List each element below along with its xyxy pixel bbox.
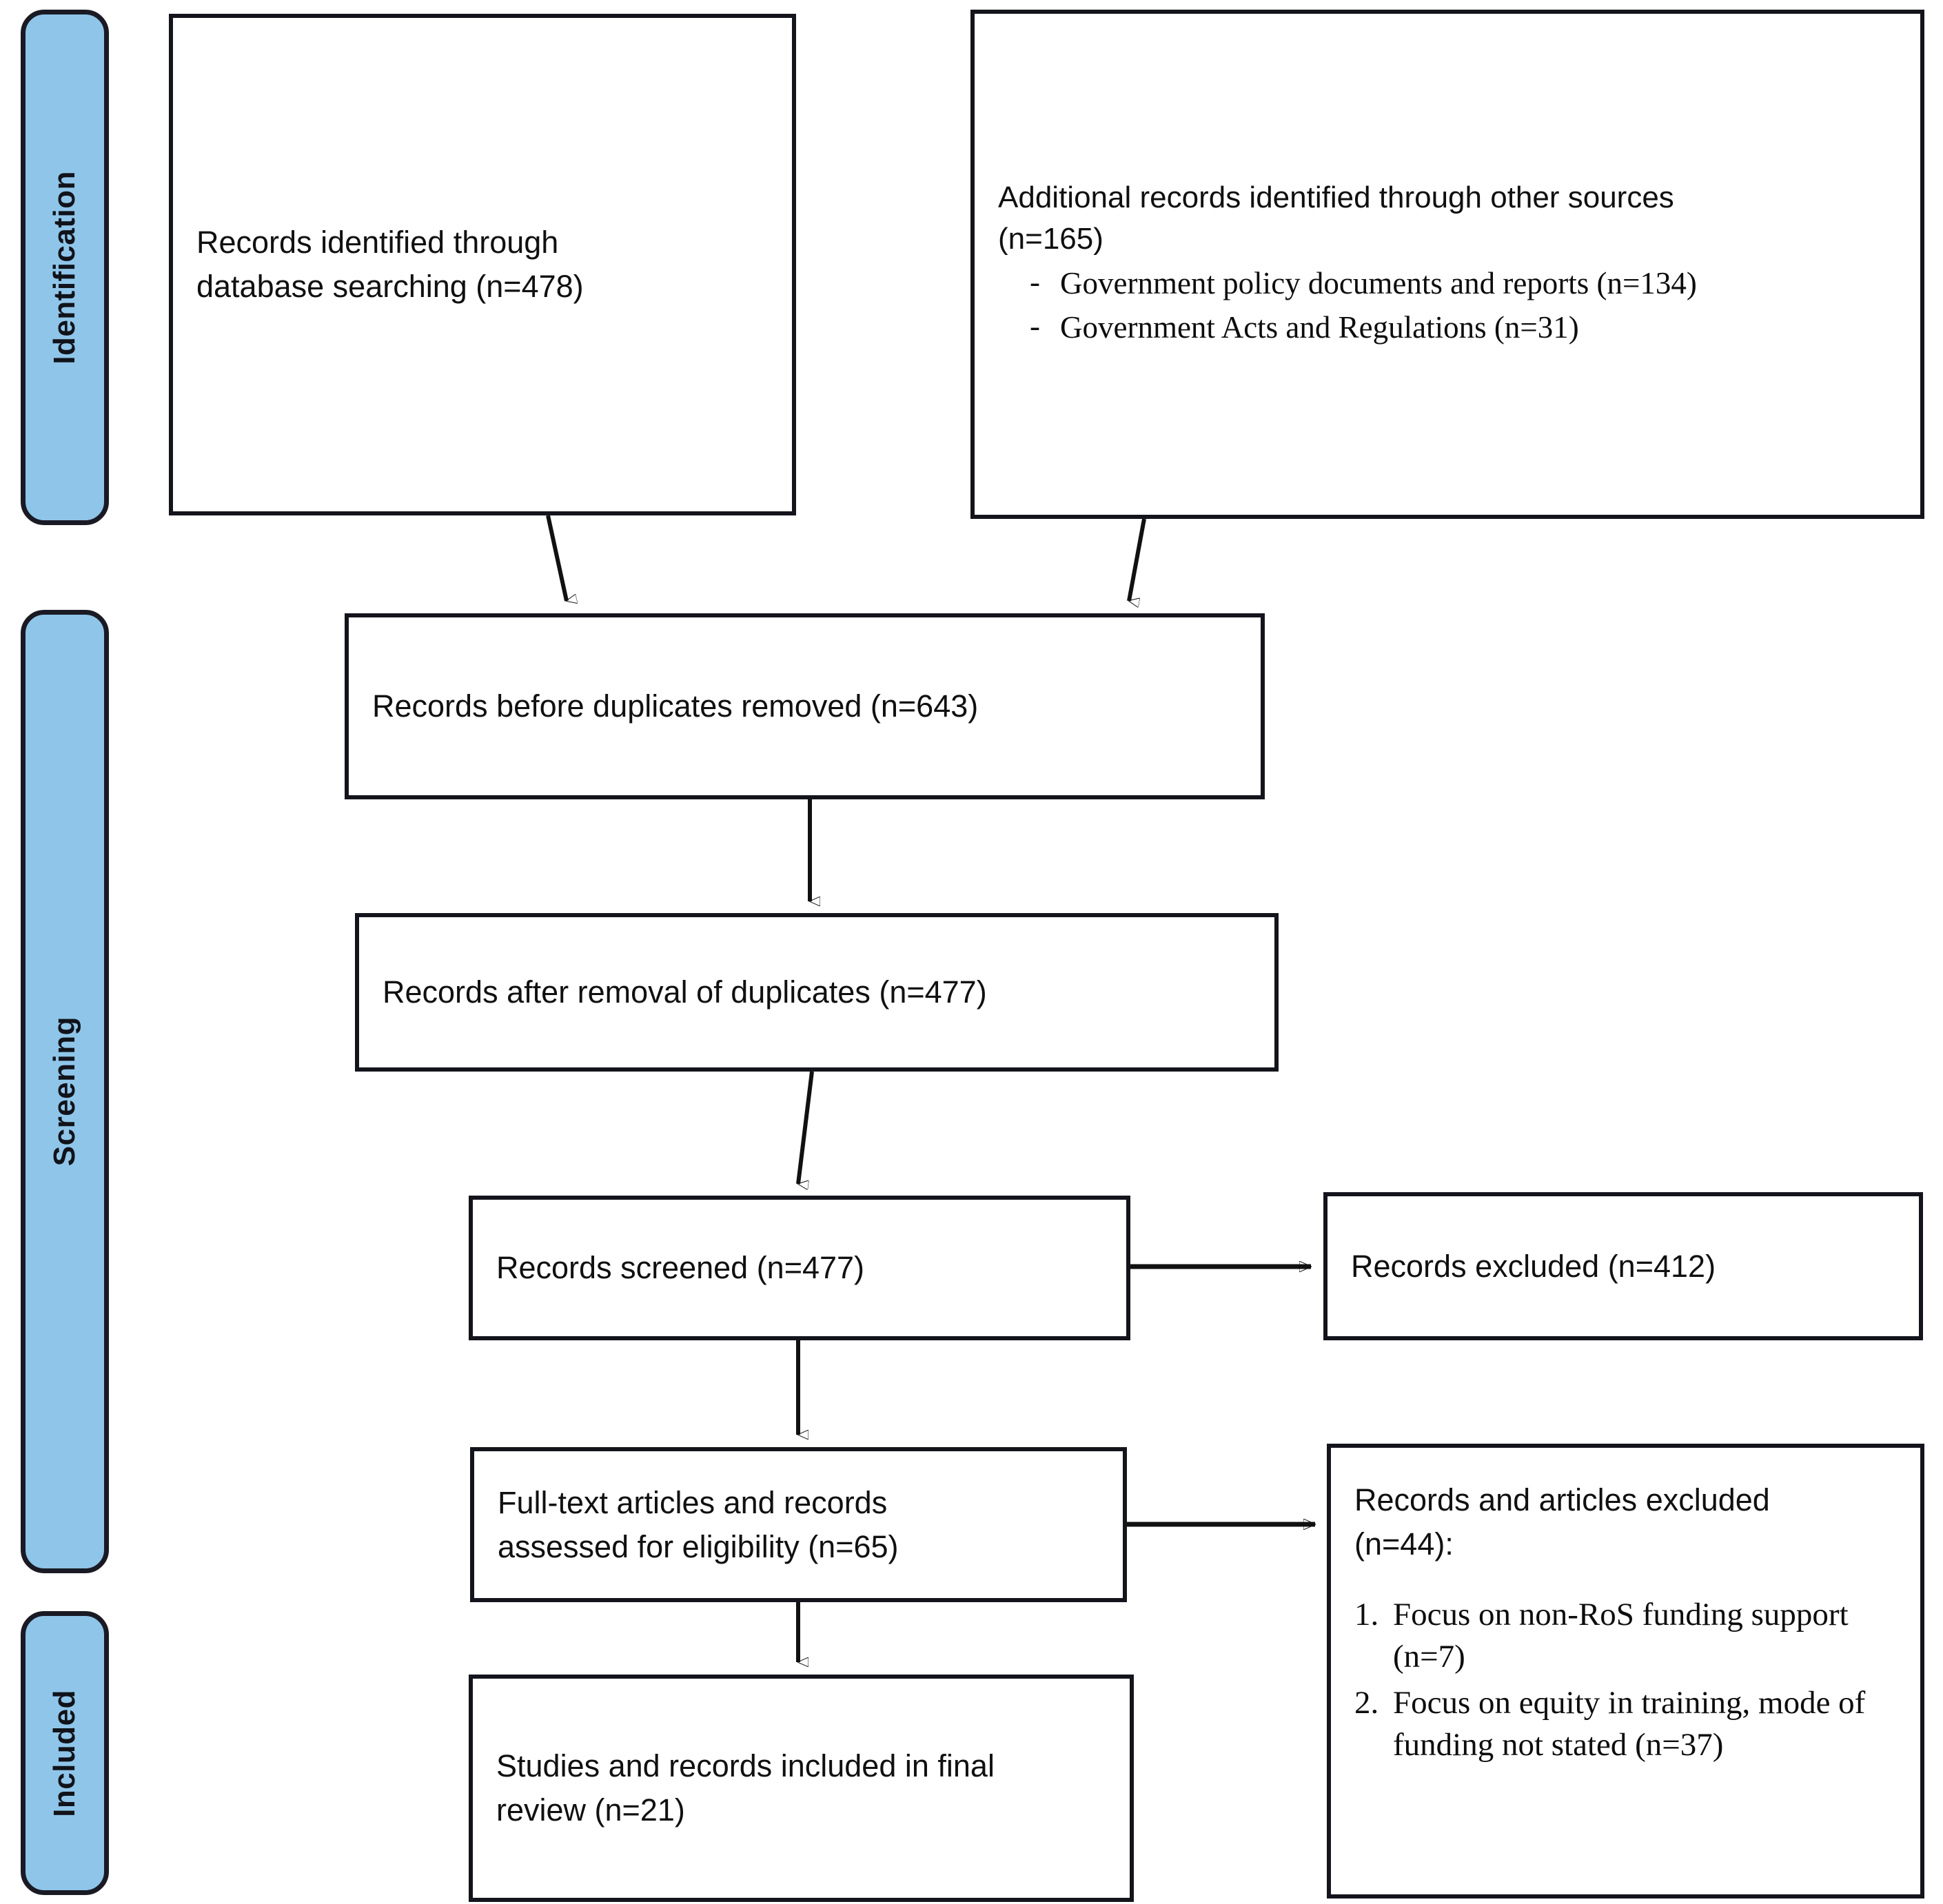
- list-dash-marker: -: [1030, 265, 1040, 300]
- stage-bar-screening: Screening: [21, 610, 109, 1573]
- other-sources-item-text: Government policy documents and reports …: [1060, 266, 1697, 301]
- excluded-reason-number: 1.: [1354, 1596, 1379, 1632]
- stage-bar-included: Included: [21, 1611, 109, 1895]
- box-records-screened-text: Records screened (n=477): [496, 1250, 865, 1286]
- box-records-identified-database-text: Records identified through database sear…: [196, 225, 584, 304]
- list-dash-marker: -: [1030, 308, 1040, 343]
- other-sources-list-item: - Government Acts and Regulations (n=31): [1030, 307, 1897, 349]
- excluded-reason-text: Focus on non-RoS funding support (n=7): [1393, 1596, 1849, 1675]
- box-records-articles-excluded-lead: Records and articles excluded (n=44):: [1354, 1482, 1770, 1562]
- stage-label-identification: Identification: [48, 170, 81, 365]
- box-additional-records-other-sources: Additional records identified through ot…: [970, 10, 1924, 519]
- box-studies-included-final-text: Studies and records included in final re…: [496, 1748, 995, 1828]
- box-records-excluded: Records excluded (n=412): [1323, 1192, 1923, 1340]
- box-records-before-duplicates-text: Records before duplicates removed (n=643…: [372, 688, 979, 724]
- box-records-after-duplicates-text: Records after removal of duplicates (n=4…: [383, 974, 987, 1010]
- edge-db-search-to-before-duplicates: [546, 515, 567, 601]
- other-sources-item-text: Government Acts and Regulations (n=31): [1060, 309, 1579, 345]
- excluded-reason-item: 1. Focus on non-RoS funding support (n=7…: [1354, 1594, 1897, 1678]
- box-additional-records-lead: Additional records identified through ot…: [998, 181, 1674, 256]
- box-records-before-duplicates: Records before duplicates removed (n=643…: [345, 613, 1265, 799]
- stage-label-screening: Screening: [48, 1016, 81, 1167]
- other-sources-list-item: - Government policy documents and report…: [1030, 263, 1897, 305]
- box-records-identified-database: Records identified through database sear…: [169, 14, 796, 515]
- box-studies-included-final: Studies and records included in final re…: [469, 1675, 1134, 1902]
- excluded-reasons-list: 1. Focus on non-RoS funding support (n=7…: [1354, 1594, 1897, 1766]
- excluded-reason-number: 2.: [1354, 1684, 1379, 1721]
- box-fulltext-assessed: Full-text articles and records assessed …: [470, 1447, 1127, 1602]
- other-sources-list: - Government policy documents and report…: [998, 263, 1897, 349]
- excluded-reason-item: 2. Focus on equity in training, mode of …: [1354, 1682, 1897, 1766]
- box-records-articles-excluded: Records and articles excluded (n=44): 1.…: [1327, 1444, 1924, 1898]
- stage-bar-identification: Identification: [21, 10, 109, 525]
- box-records-excluded-text: Records excluded (n=412): [1351, 1248, 1716, 1284]
- box-records-after-duplicates: Records after removal of duplicates (n=4…: [355, 913, 1279, 1072]
- edge-after-duplicates-to-screened: [796, 1071, 814, 1184]
- stage-label-included: Included: [48, 1689, 81, 1817]
- box-records-screened: Records screened (n=477): [469, 1196, 1130, 1340]
- box-fulltext-assessed-text: Full-text articles and records assessed …: [498, 1484, 899, 1564]
- edge-other-sources-to-before-duplicates: [1127, 518, 1146, 601]
- excluded-reason-text: Focus on equity in training, mode of fun…: [1393, 1684, 1866, 1763]
